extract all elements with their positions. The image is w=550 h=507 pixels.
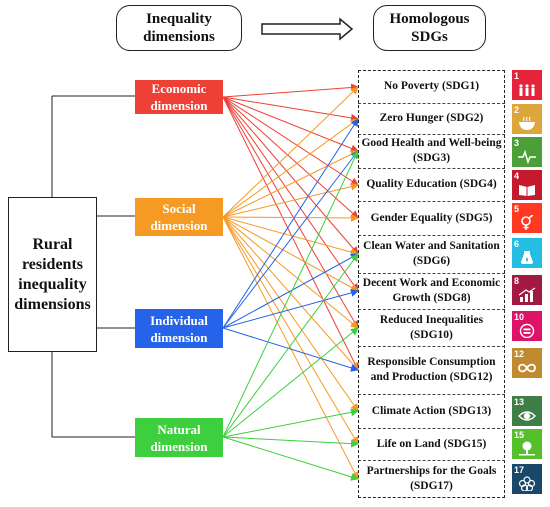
flower-icon <box>518 476 536 491</box>
link-economic-sdg5 <box>222 96 359 219</box>
social-dimension-box: Social dimension <box>135 198 223 236</box>
natural-dimension-box: Natural dimension <box>135 418 223 457</box>
link-economic-sdg1 <box>222 83 359 98</box>
sdg-item-1: No Poverty (SDG1) <box>383 80 480 92</box>
link-social-sdg1 <box>222 86 359 218</box>
heartbeat-icon <box>518 149 536 164</box>
link-social-sdg5 <box>222 213 359 222</box>
link-social-sdg10 <box>222 216 359 329</box>
sdg-2-tile: 2 <box>512 104 542 134</box>
link-economic-sdg3 <box>222 96 359 153</box>
sdg-item-12: Responsible Consumption and Production (… <box>367 356 496 383</box>
link-natural-sdg17 <box>222 436 359 481</box>
sdg-item-2: Zero Hunger (SDG2) <box>379 112 484 124</box>
link-individual-sdg8 <box>222 288 359 329</box>
book-icon <box>519 185 535 196</box>
link-economic-sdg6 <box>222 96 359 255</box>
sdg-12-tile: 12 <box>512 348 542 378</box>
bowl-icon <box>519 116 535 130</box>
header-arrow <box>261 17 354 41</box>
link-natural-sdg10 <box>222 327 359 438</box>
homologous-sdgs-header: Homologous SDGs <box>373 5 486 51</box>
link-economic-sdg2 <box>222 96 359 122</box>
link-individual-sdg2 <box>222 118 359 329</box>
sdg-panel <box>358 70 505 498</box>
link-natural-sdg15 <box>222 436 359 448</box>
infinity-icon <box>518 363 536 373</box>
link-social-sdg2 <box>222 118 359 218</box>
sdg-8-tile: 8 <box>512 275 542 305</box>
inequality-dimensions-header: Inequality dimensions <box>116 5 242 51</box>
tree-icon <box>519 441 535 456</box>
link-economic-sdg8 <box>222 96 359 292</box>
sdg-10-tile: 10 <box>512 311 542 341</box>
link-social-sdg15 <box>222 216 359 445</box>
link-social-sdg4 <box>222 182 359 218</box>
family-icon <box>519 84 535 96</box>
rural-residents-box: Rural residents inequality dimensions <box>8 197 97 352</box>
sdg-1-tile: 1 <box>512 70 542 100</box>
sdg-item-8: Decent Work and Economic Growth (SDG8) <box>362 277 501 304</box>
link-social-sdg8 <box>222 216 359 292</box>
link-natural-sdg3 <box>222 150 359 438</box>
sdg-item-4: Quality Education (SDG4) <box>366 178 497 190</box>
bracket-lines <box>51 95 135 438</box>
link-individual-sdg6 <box>222 253 359 329</box>
link-natural-sdg6 <box>222 253 359 438</box>
sdg-4-tile: 4 <box>512 170 542 200</box>
sdg-15-tile: 15 <box>512 429 542 459</box>
link-economic-sdg12 <box>222 96 359 371</box>
sdg-6-tile: 6 <box>512 238 542 268</box>
link-social-sdg6 <box>222 216 359 257</box>
link-individual-sdg12 <box>222 327 359 372</box>
sdg-item-10: Reduced Inequalities (SDG10) <box>379 313 484 341</box>
equals-icon <box>519 323 535 338</box>
economic-dimension-box: Economic dimension <box>135 80 223 114</box>
dimension-sdg-links <box>222 83 359 481</box>
link-economic-sdg4 <box>222 96 359 186</box>
sdg-item-5: Gender Equality (SDG5) <box>370 211 493 224</box>
link-individual-sdg3 <box>222 150 359 329</box>
link-social-sdg13 <box>222 216 359 412</box>
sdg-item-17: Partnerships for the Goals (SDG17) <box>366 465 497 492</box>
sdg-3-tile: 3 <box>512 137 542 167</box>
link-economic-sdg10 <box>222 96 359 329</box>
water-icon <box>521 251 533 264</box>
link-social-sdg3 <box>222 150 359 218</box>
link-social-sdg17 <box>222 216 359 480</box>
growth-chart-icon <box>518 287 536 302</box>
sdg-item-15: Life on Land (SDG15) <box>376 437 487 450</box>
sdg-5-tile: 5 <box>512 203 542 233</box>
sdg-item-3: Good Health and Well-being (SDG3) <box>361 137 502 164</box>
eye-globe-icon <box>518 411 536 421</box>
sdg-17-tile: 17 <box>512 464 542 494</box>
sdg-item-13: Climate Action (SDG13) <box>371 404 492 417</box>
link-natural-sdg13 <box>222 408 359 438</box>
gender-icon <box>521 215 534 230</box>
sdg-item-6: Clean Water and Sanitation (SDG6) <box>363 240 500 267</box>
sdg-13-tile: 13 <box>512 396 542 426</box>
individual-dimension-box: Individual dimension <box>135 309 223 348</box>
